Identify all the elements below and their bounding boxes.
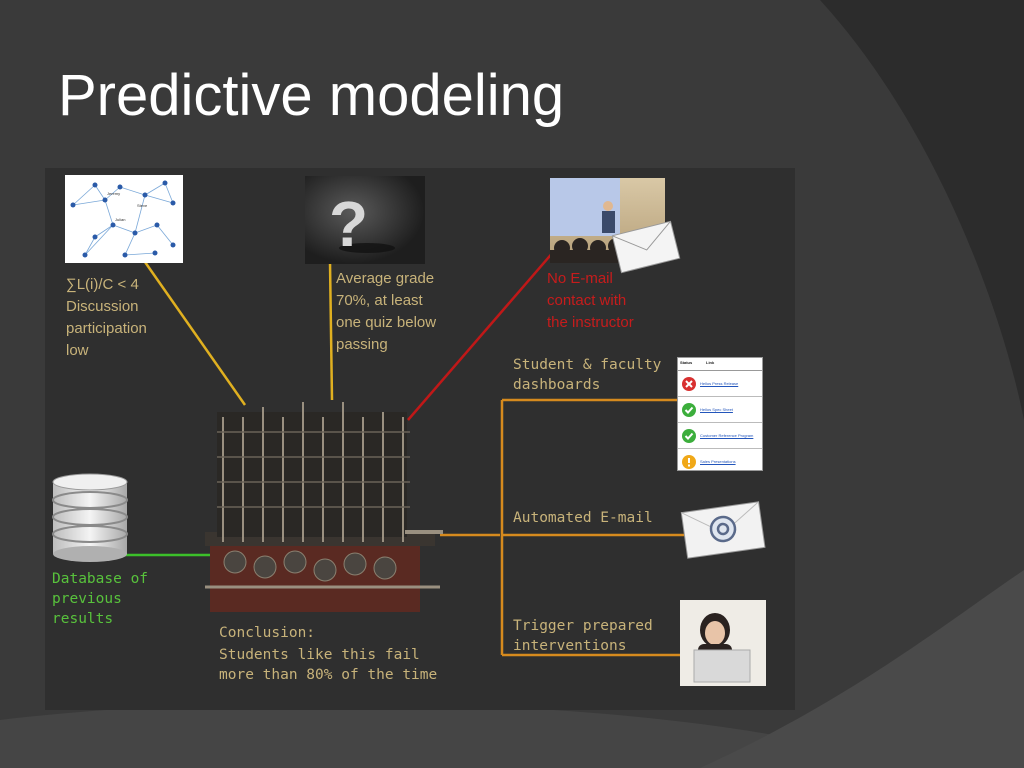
database-icon bbox=[52, 473, 128, 562]
network-graph-image: Jeremy Steve Julian bbox=[65, 175, 183, 263]
envelope-icon bbox=[611, 220, 681, 274]
conclusion-text: Students like this fail more than 80% of… bbox=[219, 647, 438, 683]
dashboard-table: Status Link Hellos Press Release Hellos … bbox=[677, 357, 763, 471]
dashboard-table-header: Status Link bbox=[678, 358, 762, 371]
grade-connector bbox=[328, 261, 334, 401]
table-link[interactable]: Sales Presentations bbox=[700, 459, 736, 464]
conclusion-heading: Conclusion: bbox=[219, 625, 316, 641]
network-label: Steve bbox=[137, 203, 148, 208]
discussion-label: ∑L(i)/C < 4 Discussion participation low bbox=[66, 276, 147, 359]
grade-label: Average grade 70%, at least one quiz bel… bbox=[336, 270, 437, 353]
question-mark-image: ? bbox=[305, 176, 425, 264]
warning-icon bbox=[682, 454, 696, 469]
table-link[interactable]: Hellos Spec Sheet bbox=[700, 407, 733, 412]
table-row: Customer Reference Program bbox=[678, 423, 762, 449]
network-label: Jeremy bbox=[107, 191, 120, 196]
error-icon bbox=[682, 376, 696, 391]
check-icon bbox=[682, 402, 696, 417]
slide-title: Predictive modeling bbox=[58, 63, 565, 128]
interventions-label: Trigger prepared interventions bbox=[513, 618, 653, 654]
table-row: Hellos Spec Sheet bbox=[678, 397, 762, 423]
table-header-link: Link bbox=[706, 360, 715, 365]
table-row: Hellos Press Release bbox=[678, 371, 762, 397]
table-link[interactable]: Hellos Press Release bbox=[700, 381, 739, 386]
dashboards-label: Student & faculty dashboards bbox=[513, 357, 662, 393]
email-contact-connector bbox=[407, 249, 556, 421]
network-label: Julian bbox=[115, 217, 125, 222]
database-label: Database of previous results bbox=[52, 571, 149, 627]
table-link[interactable]: Customer Reference Program bbox=[700, 433, 754, 438]
table-row: Sales Presentations bbox=[678, 449, 762, 474]
email-contact-label: No E-mail contact with the instructor bbox=[547, 270, 634, 331]
instructor-photo bbox=[550, 178, 665, 263]
table-header-status: Status bbox=[680, 360, 693, 365]
check-icon bbox=[682, 428, 696, 443]
person-laptop-image bbox=[680, 600, 766, 686]
discussion-connector bbox=[143, 261, 247, 406]
automated-email-label: Automated E-mail bbox=[513, 510, 653, 526]
question-mark-icon: ? bbox=[329, 188, 368, 260]
difference-engine-image bbox=[205, 402, 443, 612]
email-at-icon bbox=[680, 501, 766, 559]
